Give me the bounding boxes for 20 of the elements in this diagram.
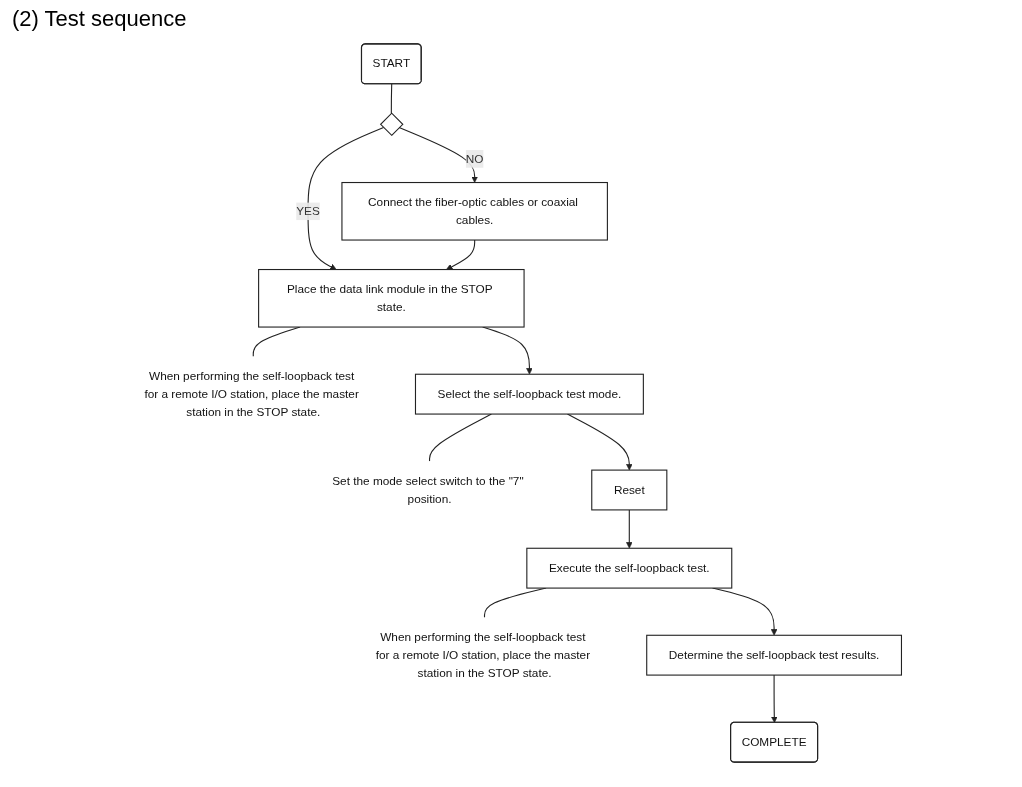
node-box: Select the self-loopback test mode. xyxy=(414,373,644,415)
node-box: Determine the self-loopback test results. xyxy=(646,634,902,676)
node-diamond xyxy=(379,112,404,137)
node-box: Connect the fiber-optic cables or coaxial cables. xyxy=(341,181,608,241)
arrow xyxy=(626,509,633,549)
node-text: Set the mode select switch to the "7" position. xyxy=(332,474,524,505)
node-box: Execute the self-loopback test. xyxy=(526,547,733,589)
node-box: Reset xyxy=(591,469,668,511)
arrow xyxy=(771,674,778,723)
arrow xyxy=(446,239,476,270)
node-text: When performing the self-loopback test for a remote I/O station, place the master station in the STOP state. xyxy=(144,369,359,418)
connector xyxy=(429,413,492,462)
diagram-title: (2) Test sequence xyxy=(12,6,188,32)
arrow xyxy=(307,126,385,270)
node-box: Place the data link module in the STOP state. xyxy=(258,269,525,328)
edge-label: NO xyxy=(465,152,484,165)
arrow xyxy=(398,126,478,183)
connector xyxy=(390,83,393,114)
edge-label: YES xyxy=(296,204,320,218)
node-text: When performing the self-loopback test for a remote I/O station, place the master station in the STOP state. xyxy=(375,630,591,679)
